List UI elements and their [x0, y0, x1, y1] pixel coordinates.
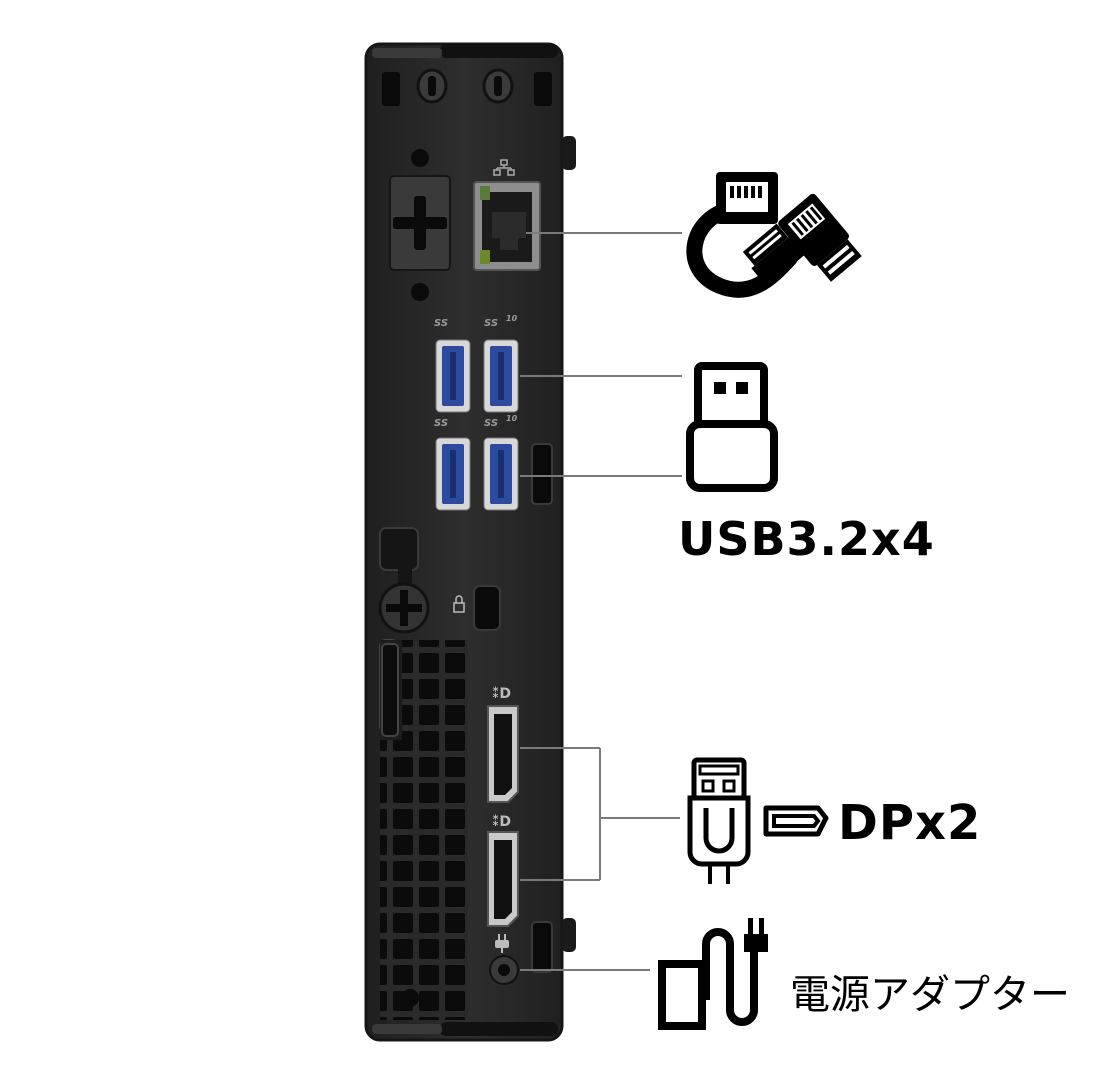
power-adapter-label: 電源アダプター [790, 972, 1070, 1018]
power-adapter-icon [658, 918, 768, 1030]
displayport-cable-icon [687, 757, 751, 884]
svg-text:⁑D: ⁑D [492, 814, 511, 830]
displayport-port-icon [763, 805, 829, 837]
usb-tag-bottom-left: SS [434, 418, 449, 429]
security-slot [473, 585, 501, 631]
usb-plug-icon [686, 362, 778, 492]
usb-ports [435, 339, 519, 511]
svg-text:⁑D: ⁑D [492, 686, 511, 702]
leader-lines [520, 232, 682, 971]
ethernet-cable-icon [686, 172, 862, 298]
displayport-label: DPx2 [838, 795, 982, 851]
usb-speed-top-right: 10 [506, 314, 518, 323]
usb-speed-bottom-right: 10 [506, 414, 518, 423]
usb-label: USB3.2x4 [678, 512, 935, 566]
usb-tag-bottom-right: SS [484, 418, 499, 429]
usb-tag-top-left: SS [434, 318, 449, 329]
usb-tag-top-right: SS [484, 318, 499, 329]
